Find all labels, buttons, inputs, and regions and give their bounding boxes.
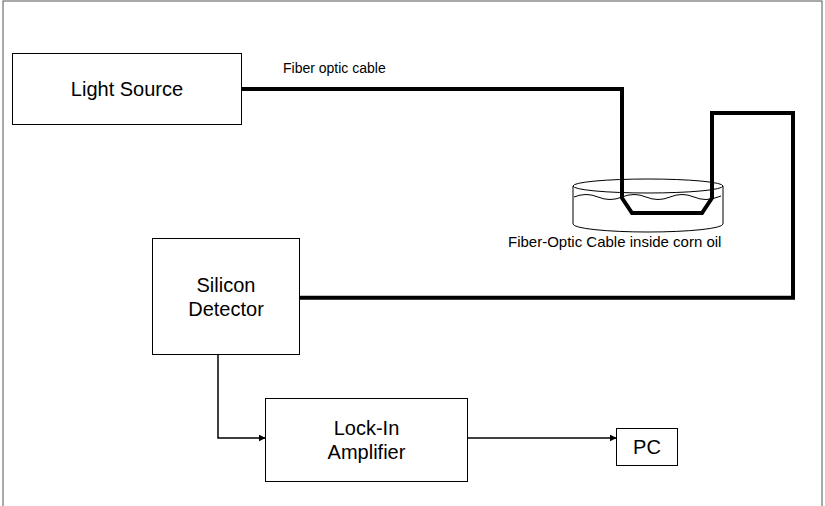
component-box: Silicon Detector xyxy=(152,238,300,355)
beaker-rim xyxy=(573,179,723,193)
component-box: PC xyxy=(616,428,678,466)
component-name: PC xyxy=(633,435,661,459)
oil-surface xyxy=(574,195,721,200)
data-arrow xyxy=(468,437,616,439)
component-name: Light Source xyxy=(71,77,183,101)
signal-arrow xyxy=(218,355,265,438)
component-name: Silicon Detector xyxy=(166,273,286,321)
component-box: Light Source xyxy=(12,53,242,125)
fiber-optic-cable xyxy=(242,89,793,298)
annotation-label: Fiber optic cable xyxy=(283,60,386,77)
component-box: Lock-In Amplifier xyxy=(265,398,468,482)
page-frame xyxy=(3,1,822,506)
component-name: Lock-In Amplifier xyxy=(312,416,422,464)
annotation-label: Fiber-Optic Cable inside corn oil xyxy=(508,233,721,251)
corn-oil-beaker xyxy=(573,179,723,232)
